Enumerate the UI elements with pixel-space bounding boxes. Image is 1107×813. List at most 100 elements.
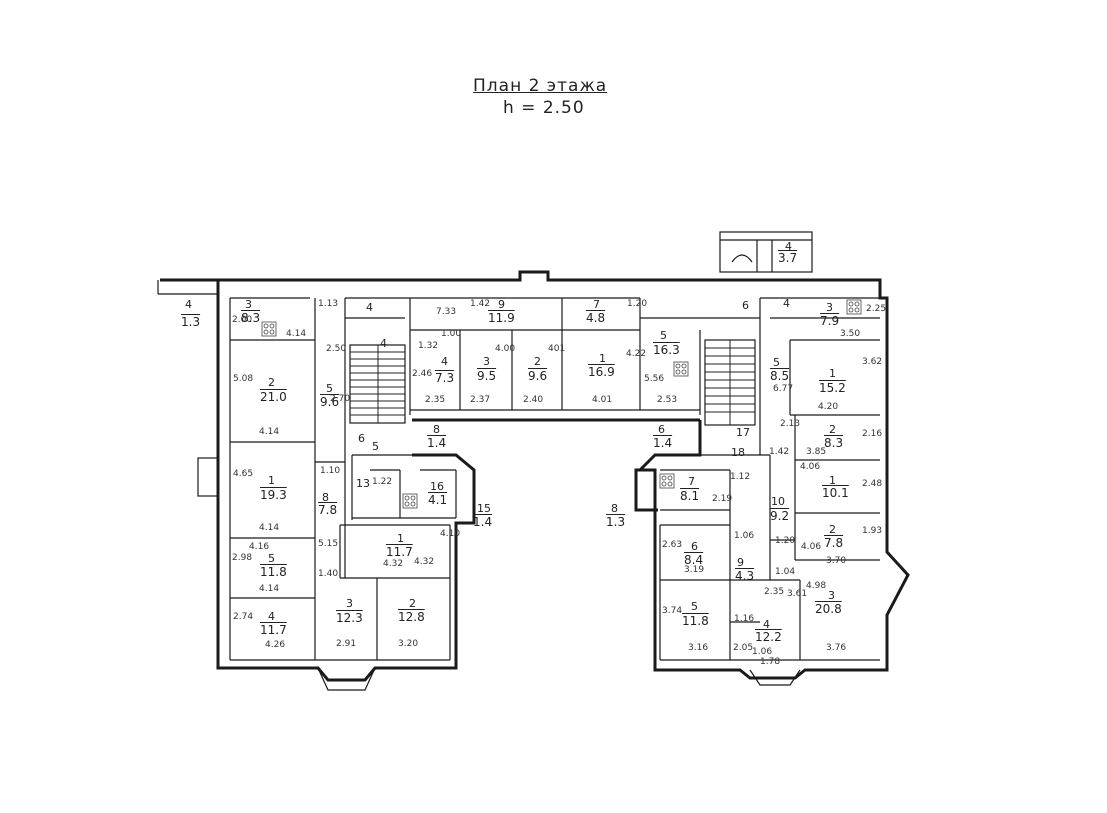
left-wing-walls <box>157 270 910 682</box>
room-area: 12.2 <box>755 630 782 644</box>
dimension: 4.10 <box>440 529 461 539</box>
plan-subtitle: h = 2.50 <box>503 98 585 118</box>
room-number: 1 <box>599 352 606 365</box>
dimension: 3.50 <box>840 329 861 339</box>
top-row-partitions <box>410 297 880 455</box>
room-area: 1.4 <box>653 436 673 450</box>
dimension: 1.22 <box>372 477 393 487</box>
dimension: 1.06 <box>734 531 755 541</box>
dimension: 2.19 <box>712 494 733 504</box>
dimension: 1.16 <box>734 614 755 624</box>
dimension: 5.56 <box>644 374 665 384</box>
dimension: 4.06 <box>800 462 821 472</box>
dimension: 2.25 <box>866 304 887 314</box>
room-number: 8 <box>611 502 618 515</box>
room-area: 16.9 <box>588 365 615 379</box>
dimension: 4.14 <box>286 329 307 339</box>
room-number: 7 <box>593 298 600 311</box>
dimension: 4.01 <box>592 395 613 405</box>
room-area: 11.9 <box>488 311 515 325</box>
room-area: 12.8 <box>398 610 425 624</box>
dimension: 4.22 <box>626 349 647 359</box>
room-area: 8.1 <box>680 489 700 503</box>
plan-label: 17 <box>736 426 750 439</box>
dimension: 4.14 <box>259 523 280 533</box>
dimension: 3.70 <box>826 556 847 566</box>
room-area: 21.0 <box>260 390 287 404</box>
room-area: 19.3 <box>260 488 287 502</box>
dimension: 2.70 <box>330 394 351 404</box>
dimension: 2.35 <box>764 587 785 597</box>
left-wing-partitions <box>229 297 457 661</box>
room-area: 4.3 <box>735 569 755 583</box>
dimension: 2.46 <box>412 369 433 379</box>
dimension: 1.00 <box>441 329 462 339</box>
dimension: 3.76 <box>826 643 847 653</box>
room-number: 6 <box>658 423 665 436</box>
dimension: 3.61 <box>787 589 808 599</box>
plan-label: 5 <box>372 440 379 453</box>
dimension: 2.05 <box>733 643 754 653</box>
plan-label: 6 <box>358 432 365 445</box>
room-number: 4 <box>441 355 448 368</box>
dimension: 4.00 <box>495 344 516 354</box>
room-area: 11.8 <box>682 614 709 628</box>
plan-label: 13 <box>356 477 370 490</box>
right-staircase <box>704 339 756 426</box>
plan-label: 4 <box>366 301 373 314</box>
dimension: 1.06 <box>752 647 773 657</box>
room-number: 2 <box>534 355 541 368</box>
stove-icons <box>261 299 862 509</box>
room-number: 1 <box>268 474 275 487</box>
room-number: 15 <box>477 502 491 515</box>
room-number: 5 <box>326 382 333 395</box>
room-number: 3 <box>826 301 833 314</box>
dimension: 4.06 <box>801 542 822 552</box>
dimension: 3.16 <box>688 643 709 653</box>
room-number: 3 <box>828 589 835 602</box>
room-number: 6 <box>691 540 698 553</box>
plan-label: 4 <box>380 337 387 350</box>
room-area: 3.7 <box>778 251 798 265</box>
dimension: 4.20 <box>818 402 839 412</box>
dimension: 2.13 <box>780 419 801 429</box>
dimension: 2.98 <box>232 553 253 563</box>
room-area: 7.8 <box>824 536 844 550</box>
dimension: 1.32 <box>418 341 439 351</box>
room-area: 10.1 <box>822 486 849 500</box>
dimension: 1.42 <box>470 299 491 309</box>
dimension: 1.78 <box>760 657 781 667</box>
dimension: 1.93 <box>862 526 883 536</box>
dimension: 7.33 <box>436 307 457 317</box>
room-number: 9 <box>737 556 744 569</box>
dimension: 2.74 <box>233 612 254 622</box>
room-number: 4 <box>785 240 792 253</box>
room-area: 12.3 <box>336 611 363 625</box>
dimension: 1.04 <box>775 567 796 577</box>
dimension: 5.15 <box>318 539 339 549</box>
plan-label: 6 <box>742 299 749 312</box>
dimension: 2.35 <box>425 395 446 405</box>
room-area: 11.7 <box>260 623 287 637</box>
room-number: 5 <box>268 552 275 565</box>
room-number: 3 <box>483 355 490 368</box>
room-area: 11.7 <box>386 545 413 559</box>
dimension: 4.32 <box>383 559 404 569</box>
room-number: 4 <box>185 298 192 311</box>
dimension: 3.85 <box>806 447 827 457</box>
room-area: 8.4 <box>684 553 704 567</box>
left-staircase <box>349 344 406 424</box>
room-area: 8.3 <box>241 311 261 325</box>
dimension: 1.40 <box>318 569 339 579</box>
room-number: 4 <box>763 618 770 631</box>
room-area: 9.5 <box>477 369 497 383</box>
room-number: 2 <box>268 376 275 389</box>
room-number: 4 <box>268 610 275 623</box>
room-area: 9.6 <box>528 369 548 383</box>
room-area: 7.8 <box>318 503 338 517</box>
room-area: 8.5 <box>770 369 790 383</box>
dimension: 1.13 <box>318 299 339 309</box>
dimension: 2.40 <box>523 395 544 405</box>
dimension: 4.26 <box>265 640 286 650</box>
